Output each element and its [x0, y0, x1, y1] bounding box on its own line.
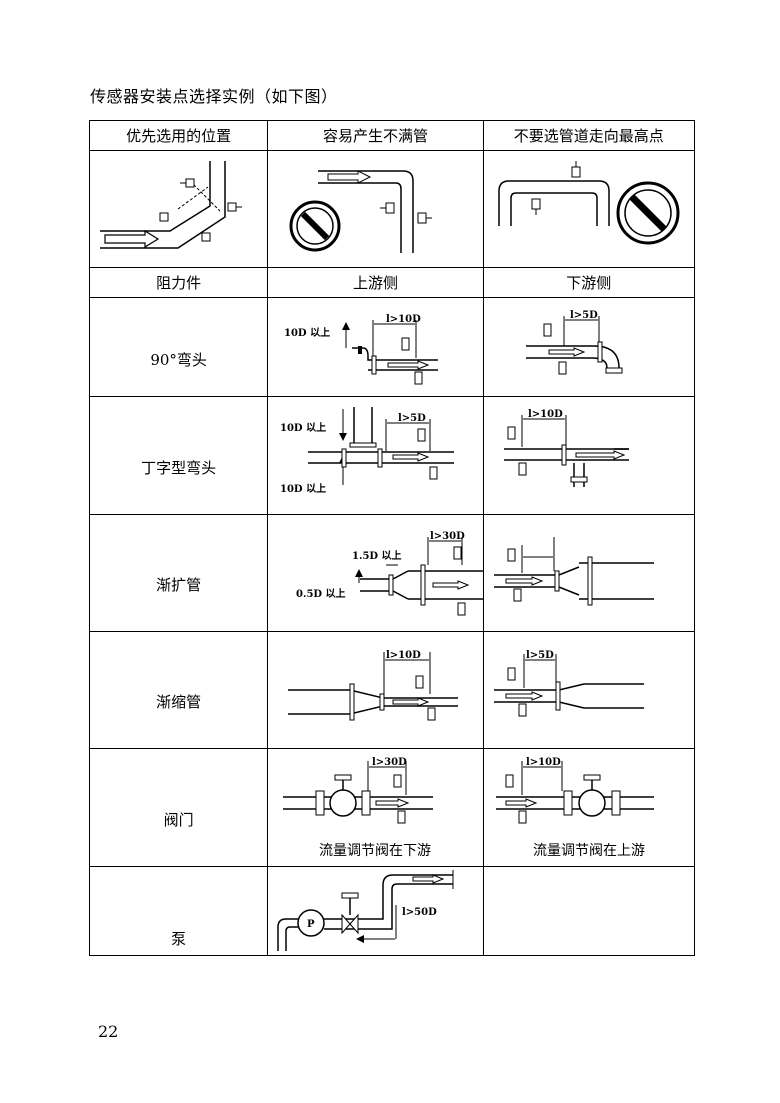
no-entry-icon	[616, 181, 680, 245]
header-upstream: 上游侧	[267, 267, 484, 298]
valve-upstream-diagram: l>30D 流量调节阀在下游	[267, 748, 484, 867]
valve-downstream-diagram: l>10D 流量调节阀在上游	[482, 748, 696, 867]
reducer-row: 渐缩管 l>10D	[88, 631, 696, 749]
expander-a: 1.5D 以上	[352, 549, 402, 562]
page-title: 传感器安装点选择实例（如下图）	[90, 87, 338, 106]
tee-downstream-diagram: l>10D	[482, 396, 696, 515]
pump-mark: P	[307, 919, 315, 930]
elbow90-label: 90°弯头	[150, 351, 207, 369]
elbow90-upstream-diagram: 10D 以上 l>10D	[267, 297, 484, 397]
pump-row: 泵 P l>50D	[88, 866, 696, 956]
reducer-up-len: l>10D	[386, 650, 421, 661]
expander-downstream-diagram	[482, 514, 696, 632]
valve-caption-up: 流量调节阀在下游	[319, 843, 431, 859]
reducer-downstream-diagram: l>5D	[482, 631, 696, 749]
pump-empty-cell	[482, 866, 696, 956]
expander-b: 0.5D 以上	[296, 587, 346, 600]
elbow90-up-min: 10D 以上	[284, 326, 330, 339]
tee-up-min-bottom: 10D 以上	[280, 482, 326, 495]
valve-up-len: l>30D	[372, 757, 407, 768]
reducer-label: 渐缩管	[156, 693, 202, 711]
tee-upstream-diagram: 10D 以上 10D 以上 l>5D	[267, 396, 484, 515]
elbow90-up-len: l>10D	[386, 314, 421, 325]
tee-up-len: l>5D	[398, 413, 426, 424]
preferred-position-diagram	[88, 150, 269, 268]
not-highest-point-diagram	[482, 150, 696, 268]
elbow90-downstream-diagram: l>5D	[482, 297, 696, 397]
reducer-upstream-diagram: l>10D	[267, 631, 484, 749]
valve-label: 阀门	[163, 811, 194, 829]
valve-row: 阀门 l>30D 流量调节阀在下游	[88, 748, 696, 867]
table-header-row: 优先选用的位置 容易产生不满管 不要选管道走向最高点	[88, 120, 696, 151]
tee-up-min-top: 10D 以上	[280, 421, 326, 434]
table-subheader-row: 阻力件 上游侧 下游侧	[88, 267, 696, 298]
illustration-row	[88, 150, 696, 268]
header-downstream: 下游侧	[482, 267, 696, 298]
tee-label: 丁字型弯头	[141, 459, 217, 477]
expander-upstream-diagram: 1.5D 以上 0.5D 以上 l>30D	[267, 514, 484, 632]
sensor-icon	[159, 178, 242, 242]
expander-up-len: l>30D	[430, 531, 465, 542]
page-number: 22	[98, 1022, 119, 1041]
reducer-down-len: l>5D	[526, 650, 554, 661]
tee-row: 丁字型弯头 10D 以上 10D 以上 l>5D	[88, 396, 696, 515]
pump-diagram: P l>50D	[267, 866, 484, 956]
header-preferred: 优先选用的位置	[88, 120, 269, 151]
pump-len: l>50D	[402, 907, 437, 918]
no-entry-icon	[289, 200, 341, 252]
expander-row: 渐扩管 1.5D 以上 0.5D 以上 l>30D	[88, 514, 696, 632]
elbow90-down-len: l>5D	[570, 310, 598, 321]
valve-caption-down: 流量调节阀在上游	[533, 843, 645, 859]
not-full-pipe-diagram	[267, 150, 484, 268]
header-not-highest: 不要选管道走向最高点	[482, 120, 696, 151]
elbow90-row: 90°弯头 10D 以上 l>10D	[88, 297, 696, 397]
header-not-full: 容易产生不满管	[267, 120, 484, 151]
header-component: 阻力件	[88, 267, 269, 298]
expander-label: 渐扩管	[156, 576, 202, 594]
pump-label: 泵	[171, 930, 187, 948]
valve-down-len: l>10D	[526, 757, 561, 768]
sensor-placement-table: 优先选用的位置 容易产生不满管 不要选管道走向最高点	[88, 120, 696, 956]
tee-down-len: l>10D	[528, 409, 563, 420]
